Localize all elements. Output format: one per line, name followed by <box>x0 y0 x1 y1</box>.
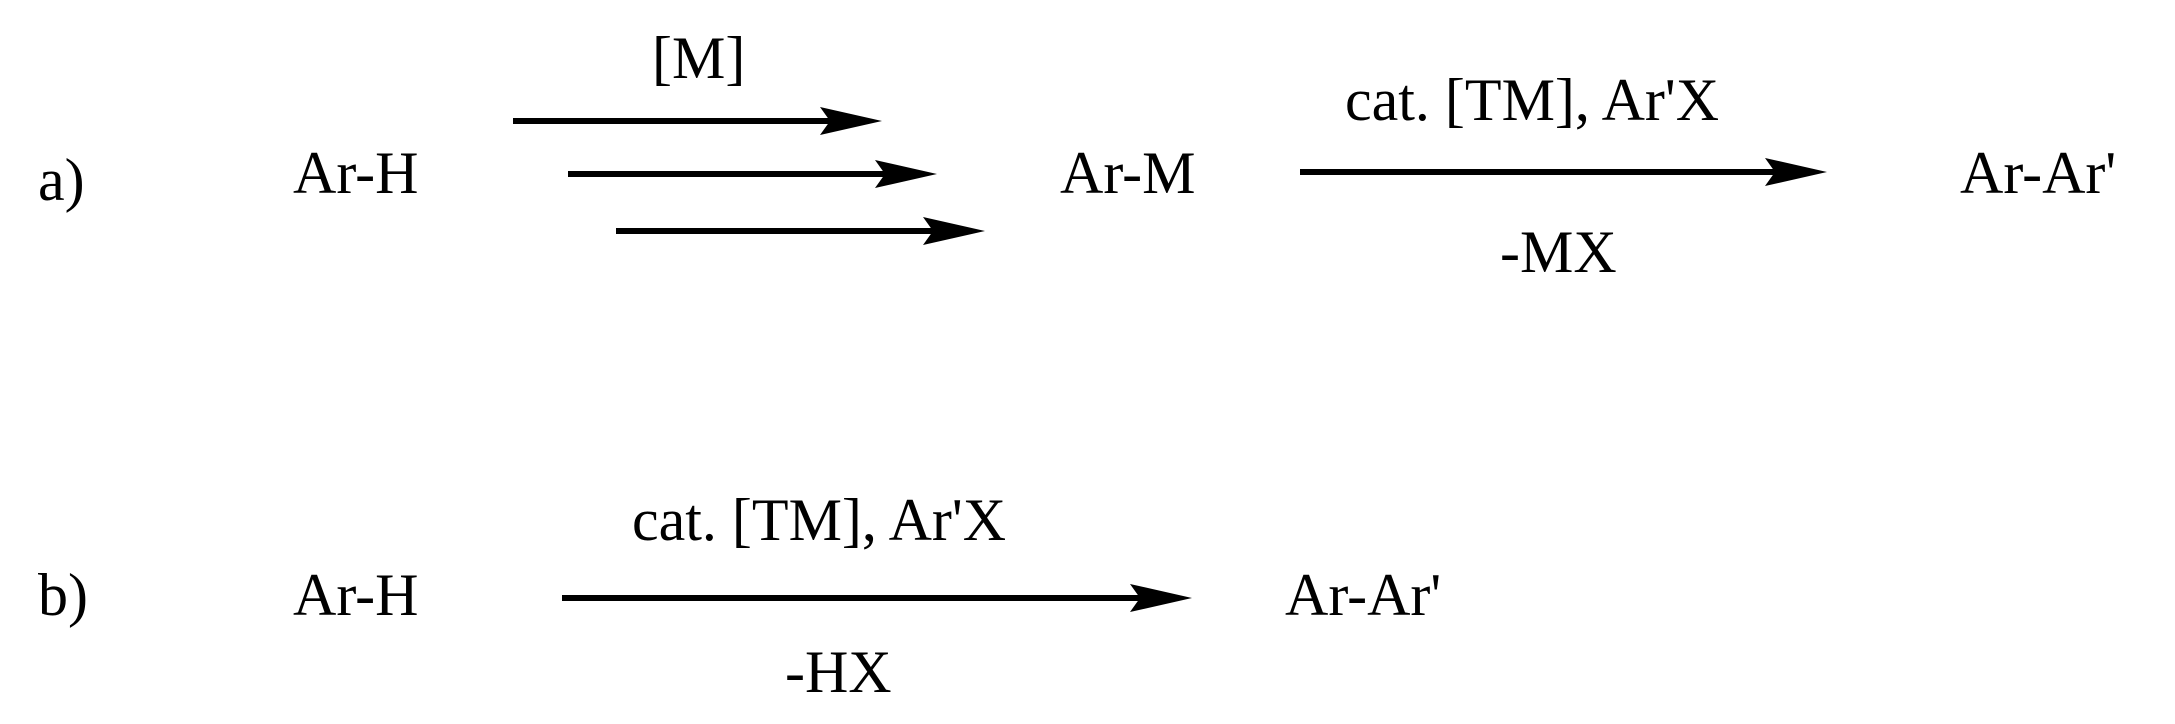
scheme-a-product: Ar-Ar' <box>1960 140 2117 206</box>
arrow-b <box>562 584 1192 612</box>
scheme-a-step1-reagent: [M] <box>652 25 746 91</box>
scheme-b-product: Ar-Ar' <box>1285 562 1442 628</box>
scheme-b-label: b) <box>38 562 88 628</box>
arrow-a-step1-middle <box>568 160 937 188</box>
scheme-a-reactant: Ar-H <box>293 140 419 206</box>
scheme-b-reagent: cat. [TM], Ar'X <box>632 487 1007 553</box>
scheme-b-byproduct: -HX <box>785 639 892 705</box>
arrow-a-step1-bottom <box>616 217 985 245</box>
scheme-a-intermediate: Ar-M <box>1060 140 1196 206</box>
scheme-b-reactant: Ar-H <box>293 562 419 628</box>
scheme-a-step2-reagent: cat. [TM], Ar'X <box>1345 67 1720 133</box>
arrow-a-step1-top <box>513 107 882 135</box>
scheme-a-step2-byproduct: -MX <box>1500 219 1617 285</box>
arrow-a-step2 <box>1300 158 1827 186</box>
scheme-a-label: a) <box>38 147 85 213</box>
